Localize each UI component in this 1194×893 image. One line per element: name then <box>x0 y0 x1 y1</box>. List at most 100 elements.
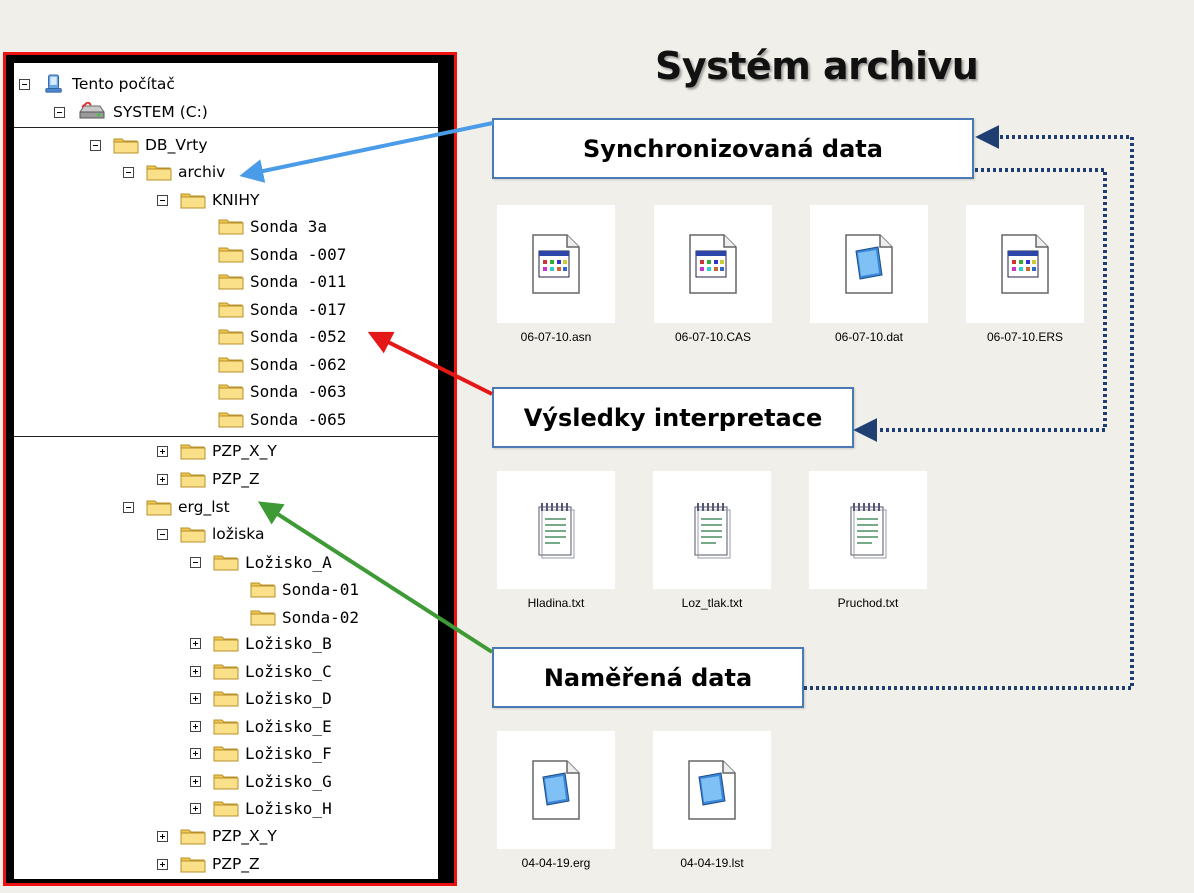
separator <box>14 127 438 128</box>
tree-node-computer[interactable]: Tento počítač <box>19 73 175 95</box>
collapse-icon[interactable] <box>190 556 201 568</box>
tree-node-knihy[interactable]: KNIHY <box>157 189 259 211</box>
tree-node-sonda[interactable]: Sonda -052 <box>218 325 346 347</box>
tree-node-lozisko[interactable]: Ložisko_D <box>190 687 332 709</box>
notepad-icon <box>850 503 887 559</box>
expand-icon[interactable] <box>190 775 201 787</box>
folder-icon <box>218 410 244 428</box>
collapse-icon[interactable] <box>157 194 168 206</box>
tree-label-loziska: ložiska <box>212 525 265 543</box>
tree-node-sonda[interactable]: Sonda-02 <box>250 606 359 628</box>
folder-icon <box>213 772 239 790</box>
tree-node-pzp-z[interactable]: PZP_Z <box>157 468 260 490</box>
tree-node-lozisko[interactable]: Ložisko_B <box>190 632 332 654</box>
notepad-icon <box>694 503 731 559</box>
tree-node-sonda[interactable]: Sonda -062 <box>218 353 346 375</box>
tree-label-pzp-x-y: PZP_X_Y <box>212 442 277 460</box>
tree-node-pzp-z[interactable]: PZP_Z <box>157 853 260 875</box>
expand-icon[interactable] <box>190 802 201 814</box>
tree-node-sonda[interactable]: Sonda -065 <box>218 408 346 430</box>
tree-label-lozisko: Ložisko_H <box>245 798 332 818</box>
expand-icon[interactable] <box>157 445 168 457</box>
tree-node-sonda[interactable]: Sonda -063 <box>218 380 346 402</box>
tree-node-pzp-x-y[interactable]: PZP_X_Y <box>157 825 277 847</box>
tree-label-lozisko: Ložisko_E <box>245 716 332 736</box>
collapse-icon[interactable] <box>123 166 134 178</box>
folder-icon <box>218 272 244 290</box>
tree-label-lozisko: Ložisko_G <box>245 771 332 791</box>
folder-icon <box>213 662 239 680</box>
data-file-icon <box>687 759 737 821</box>
file-tile[interactable] <box>966 205 1084 323</box>
app-window-icon <box>531 233 581 295</box>
collapse-icon[interactable] <box>19 78 30 90</box>
tree-label-pzp-z: PZP_Z <box>212 855 260 873</box>
tree-node-archiv[interactable]: archiv <box>123 161 225 183</box>
folder-icon <box>218 300 244 318</box>
expand-icon[interactable] <box>157 473 168 485</box>
tree-node-lozisko-a[interactable]: Ložisko_A <box>190 551 332 573</box>
file-tile[interactable] <box>654 205 772 323</box>
expand-icon[interactable] <box>190 637 201 649</box>
expand-icon[interactable] <box>157 858 168 870</box>
collapse-icon[interactable] <box>90 139 101 151</box>
collapse-icon[interactable] <box>54 106 65 118</box>
folder-icon <box>218 245 244 263</box>
tree-node-sonda[interactable]: Sonda-01 <box>250 578 359 600</box>
file-tile[interactable] <box>497 731 615 849</box>
tree-node-lozisko[interactable]: Ložisko_F <box>190 742 332 764</box>
tree-node-db-vrty[interactable]: DB_Vrty <box>90 134 208 156</box>
tree-label-sonda: Sonda -063 <box>250 381 347 401</box>
file-name: 04-04-19.erg <box>521 856 591 870</box>
collapse-icon[interactable] <box>123 501 134 513</box>
tree-node-drive[interactable]: SYSTEM (C:) <box>54 101 208 123</box>
tree-label-sonda: Sonda -007 <box>250 244 347 264</box>
file-tile[interactable] <box>810 205 928 323</box>
folder-icon <box>180 470 206 488</box>
tree-node-lozisko[interactable]: Ložisko_C <box>190 660 332 682</box>
collapse-icon[interactable] <box>157 528 168 540</box>
tree-label-pzp-x-y: PZP_X_Y <box>212 827 277 845</box>
file-name: 06-07-10.ERS <box>986 330 1064 344</box>
app-window-icon <box>1000 233 1050 295</box>
tree-node-pzp-x-y[interactable]: PZP_X_Y <box>157 440 277 462</box>
folder-icon <box>146 163 172 181</box>
tree-node-erg-lst[interactable]: erg_lst <box>123 496 230 518</box>
tree-label-sonda: Sonda -017 <box>250 299 347 319</box>
tree-label-sonda: Sonda -065 <box>250 409 347 429</box>
file-tile[interactable] <box>653 731 771 849</box>
tree-label-lozisko: Ložisko_B <box>245 633 332 653</box>
expand-icon[interactable] <box>157 830 168 842</box>
expand-icon[interactable] <box>190 747 201 759</box>
computer-icon <box>45 74 62 93</box>
expand-icon[interactable] <box>190 665 201 677</box>
app-window-icon <box>688 233 738 295</box>
callout-interpretation: Výsledky interpretace <box>492 387 854 448</box>
tree-node-sonda[interactable]: Sonda 3a <box>218 215 327 237</box>
tree-label-lozisko: Ložisko_C <box>245 661 332 681</box>
file-tile[interactable] <box>809 471 927 589</box>
tree-label-erg-lst: erg_lst <box>178 498 230 516</box>
tree-node-sonda[interactable]: Sonda -007 <box>218 243 346 265</box>
file-tile[interactable] <box>653 471 771 589</box>
file-tile[interactable] <box>497 205 615 323</box>
tree-label-archiv: archiv <box>178 163 226 181</box>
file-name: 04-04-19.lst <box>680 856 744 870</box>
file-tile[interactable] <box>497 471 615 589</box>
folder-icon <box>180 191 206 209</box>
tree-node-loziska[interactable]: ložiska <box>157 523 265 545</box>
tree-label-lozisko-a: Ložisko_A <box>245 552 332 572</box>
tree-node-sonda[interactable]: Sonda -011 <box>218 270 346 292</box>
tree-label-computer: Tento počítač <box>72 75 175 93</box>
tree-label-knihy: KNIHY <box>212 191 260 209</box>
tree-node-lozisko[interactable]: Ložisko_G <box>190 770 332 792</box>
tree-node-lozisko[interactable]: Ložisko_E <box>190 715 332 737</box>
folder-icon <box>218 382 244 400</box>
file-name: Loz_tlak.txt <box>681 596 743 610</box>
tree-node-lozisko[interactable]: Ložisko_H <box>190 797 332 819</box>
tree-label-db-vrty: DB_Vrty <box>145 136 208 154</box>
tree-node-sonda[interactable]: Sonda -017 <box>218 298 346 320</box>
file-name: 06-07-10.CAS <box>674 330 752 344</box>
expand-icon[interactable] <box>190 720 201 732</box>
expand-icon[interactable] <box>190 692 201 704</box>
